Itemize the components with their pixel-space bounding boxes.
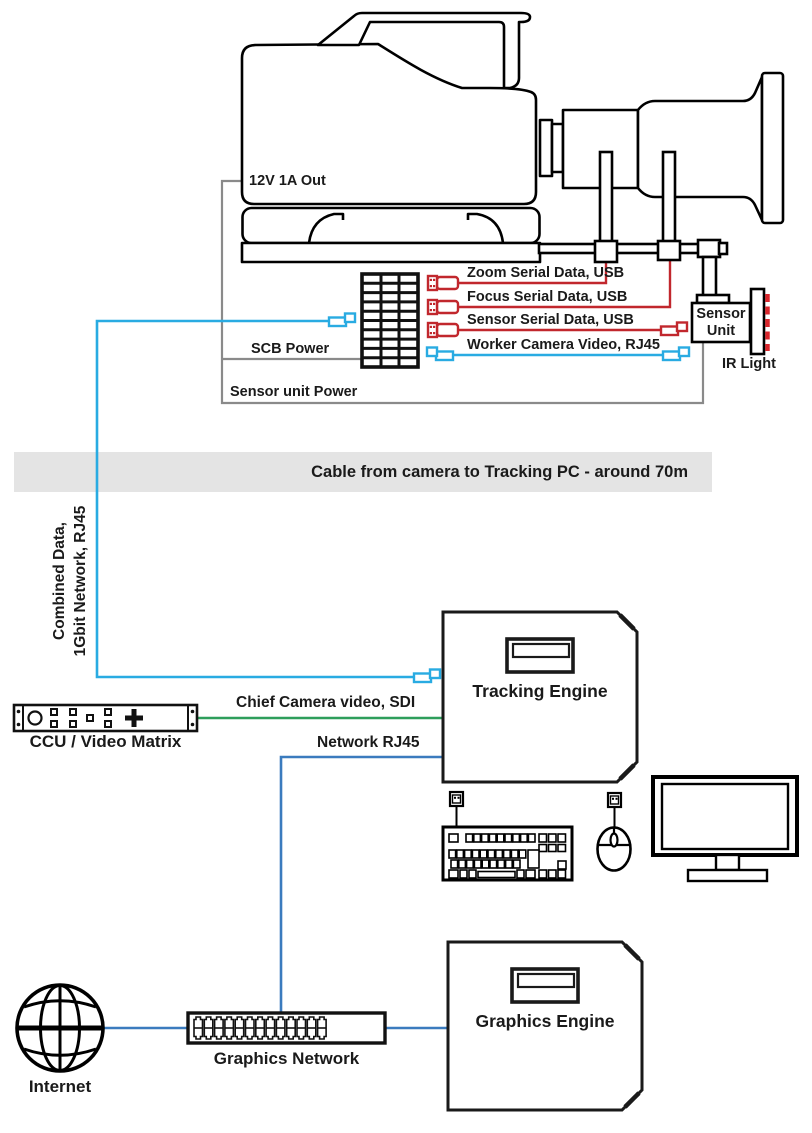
- camera-illustration: [240, 11, 542, 264]
- rj45-icon-worker-left: [425, 346, 455, 362]
- sensor-unit-power-label: Sensor unit Power: [230, 384, 358, 400]
- combined-data-label: Combined Data, 1Gbit Network, RJ45: [51, 505, 89, 657]
- camera-shoulder-pad: [241, 206, 541, 245]
- monitor-neck: [714, 853, 741, 872]
- sensor-serial-label: Sensor Serial Data, USB: [467, 312, 634, 328]
- graphics-network-label: Graphics Network: [213, 1049, 360, 1068]
- usb-icon-focus: [426, 298, 460, 316]
- enter-key: [527, 849, 540, 869]
- sensor-mount-post: [701, 255, 718, 298]
- sensor-unit-box: [690, 301, 752, 344]
- scb-box: [360, 272, 420, 369]
- ir-light-label: IR Light: [722, 356, 776, 372]
- focus-encoder-rod: [661, 150, 677, 244]
- camera-power-out-label: 12V 1A Out: [249, 173, 326, 189]
- rail-end-bracket: [696, 238, 722, 259]
- usb-icon-sensor: [426, 321, 460, 339]
- internet-label: Internet: [28, 1077, 92, 1096]
- network-switch-icon: [186, 1011, 387, 1045]
- lens-support-rig: [537, 150, 731, 305]
- internet-globe-icon: [15, 983, 105, 1073]
- cable-length-banner-text: Cable from camera to Tracking PC - aroun…: [311, 463, 688, 481]
- usb-icon-sensor-right: [659, 321, 689, 337]
- ccu-rack-icon: [12, 703, 199, 733]
- ccu-plus: [125, 709, 143, 727]
- focus-serial-label: Focus Serial Data, USB: [467, 289, 628, 305]
- combined-data-cable: [95, 319, 666, 679]
- zoom-serial-label: Zoom Serial Data, USB: [467, 265, 625, 281]
- ir-light-panel: [749, 287, 766, 356]
- focus-encoder-junction: [656, 239, 682, 262]
- usb-icon-zoom: [426, 274, 460, 292]
- lens-barrel-front: [636, 75, 764, 222]
- power-cables: [220, 179, 705, 405]
- camera-handle: [316, 11, 532, 90]
- cable-length-banner: [14, 452, 712, 492]
- graphics-engine-box: [446, 940, 644, 1112]
- ccu-label: CCU / Video Matrix: [29, 732, 182, 751]
- zoom-encoder-junction: [593, 239, 619, 264]
- lens-assembly: [538, 71, 785, 225]
- monitor-base: [686, 868, 769, 883]
- scb-power-label: SCB Power: [251, 341, 330, 357]
- camera-body: [240, 42, 538, 206]
- usb-serial-cables: [458, 259, 672, 332]
- worker-video-label: Worker Camera Video, RJ45: [467, 337, 660, 353]
- rj45-icon-scb: [327, 312, 357, 328]
- chief-video-label: Chief Camera video, SDI: [236, 694, 416, 711]
- mouse-icon: [596, 791, 632, 872]
- network-rj45-cable: [279, 755, 443, 1014]
- rj45-icon-tracking: [412, 668, 442, 684]
- graphics-engine-label: Graphics Engine: [475, 1011, 615, 1031]
- scroll-wheel: [609, 832, 619, 848]
- tracking-engine-box: [441, 610, 639, 784]
- keyboard-icon: [441, 790, 574, 882]
- lens-hood: [760, 71, 785, 225]
- tracking-engine-label: Tracking Engine: [472, 681, 608, 701]
- spacebar: [477, 870, 516, 879]
- monitor-icon: [651, 775, 799, 883]
- ccu-knob: [27, 710, 43, 726]
- rj45-icon-worker-right: [661, 346, 691, 362]
- sensor-unit-group: [690, 287, 770, 356]
- camera-base-plate: [240, 241, 542, 264]
- sensor-unit-power-cable: [220, 179, 705, 405]
- monitor-screen: [660, 782, 790, 851]
- zoom-serial-cable: [458, 261, 608, 285]
- zoom-encoder-rod: [598, 150, 614, 246]
- network-rj45-label: Network RJ45: [317, 734, 420, 751]
- focus-serial-cable: [458, 259, 672, 309]
- sensor-unit-label: Sensor Unit: [696, 306, 746, 339]
- network-cables: [103, 755, 449, 1030]
- lens-mount-ring: [538, 118, 554, 178]
